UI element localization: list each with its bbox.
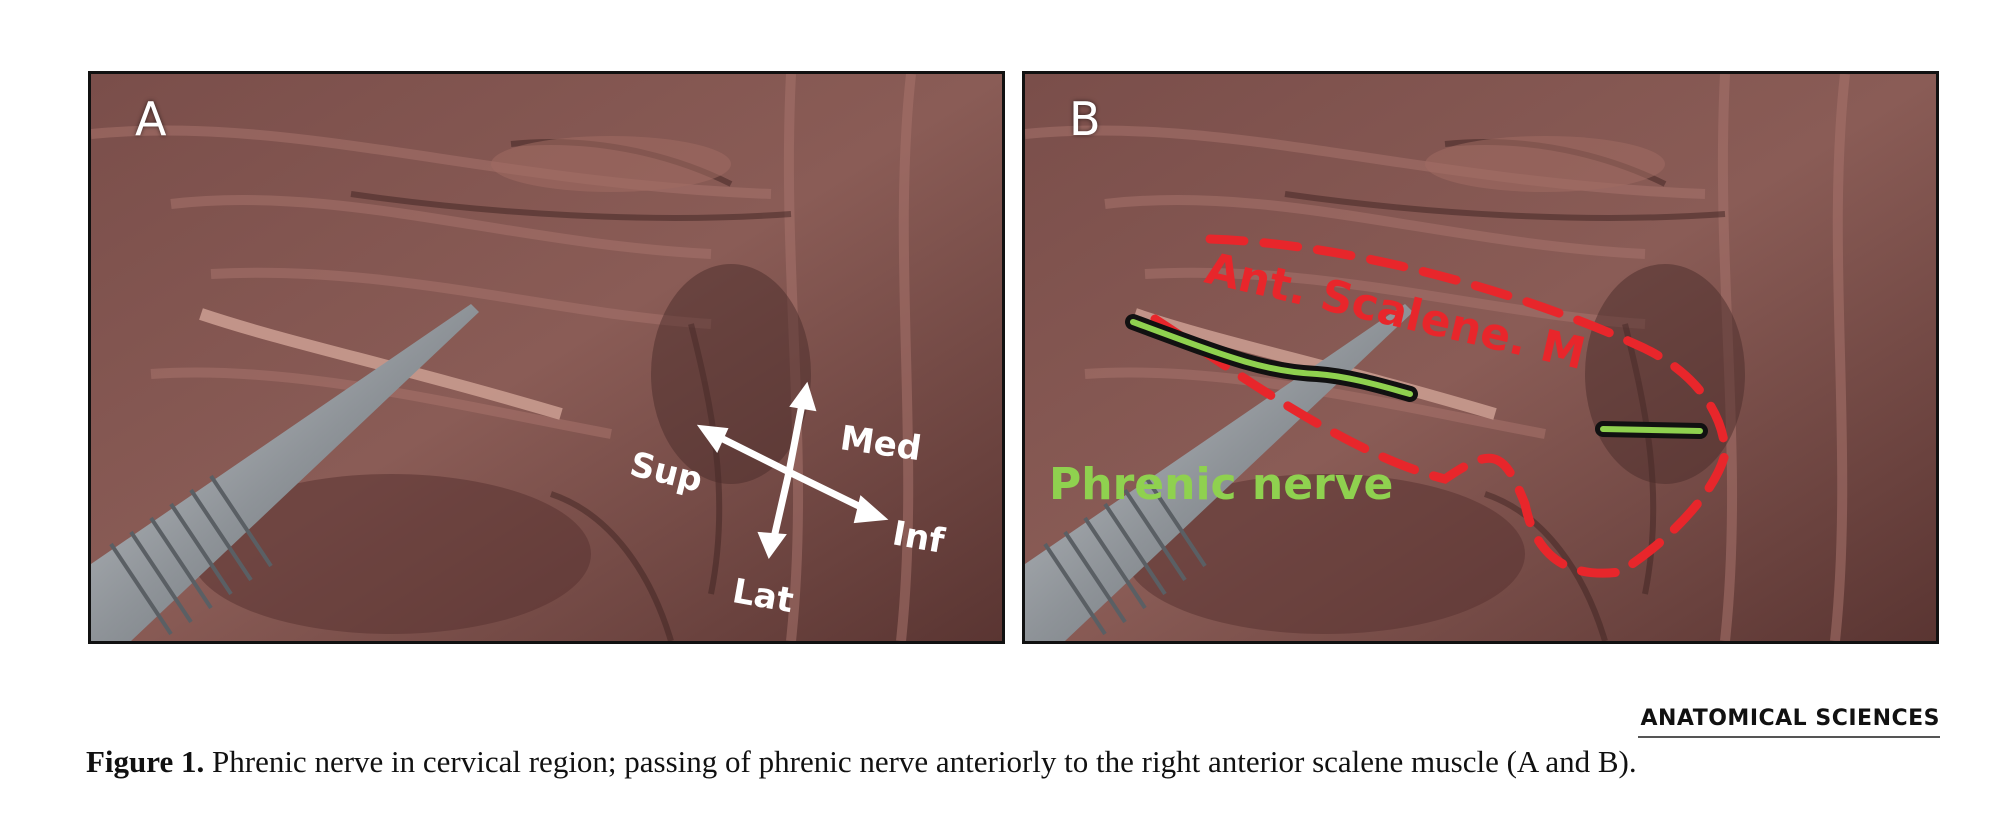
dissection-photo-a: Med Sup Inf Lat	[91, 74, 1002, 641]
journal-logo: ANATOMICAL SCIENCES	[1638, 704, 1940, 738]
muscle-outline	[1150, 234, 1730, 578]
figure-caption: Figure 1. Phrenic nerve in cervical regi…	[86, 744, 1966, 780]
caption-label: Figure 1.	[86, 744, 205, 779]
orientation-label-inf: Inf	[889, 513, 948, 562]
dissection-photo-b: Ant. Scalene. M Phrenic nerve	[1025, 74, 1936, 641]
panel-letter-b: B	[1069, 92, 1101, 146]
figure-panel-a: Med Sup Inf Lat A	[88, 71, 1005, 644]
figure-panel-b: Ant. Scalene. M Phrenic nerve B	[1022, 71, 1939, 644]
label-phrenic-nerve: Phrenic nerve	[1049, 459, 1393, 510]
caption-text: Phrenic nerve in cervical region; passin…	[212, 744, 1637, 779]
panel-letter-a: A	[135, 92, 167, 146]
orientation-arrows-icon	[696, 381, 889, 560]
